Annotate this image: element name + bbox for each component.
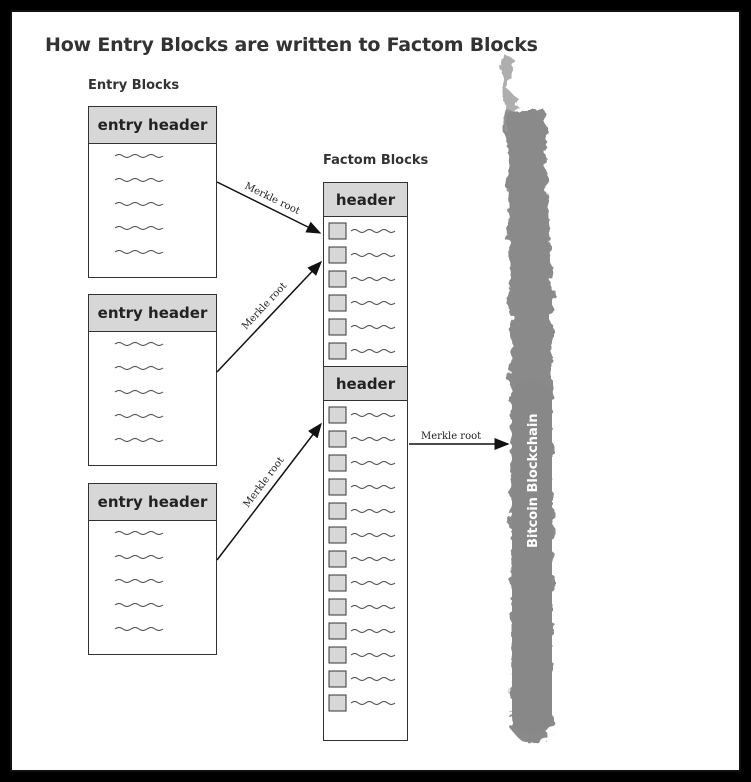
factom-entry-box: [328, 246, 347, 264]
factom-entry-squiggle: [350, 653, 396, 657]
factom-entry-squiggle: [350, 437, 396, 441]
bitcoin-blockchain-label: Bitcoin Blockchain: [526, 413, 541, 548]
arrow-entry3-to-factom: [216, 422, 322, 561]
entry-squiggle: [114, 438, 164, 442]
entry-squiggle: [114, 627, 164, 631]
factom-entry-squiggle: [350, 605, 396, 609]
entry-header-2: entry header: [89, 295, 216, 332]
bitcoin-blockchain: Bitcoin Blockchain: [500, 50, 552, 742]
factom-entry-squiggle: [350, 629, 396, 633]
factom-entry-box: [328, 294, 347, 312]
factom-entry-squiggle: [350, 349, 396, 353]
entry-block-2: entry header: [88, 294, 217, 466]
entry-block-3: entry header: [88, 483, 217, 655]
factom-entry-squiggle: [350, 581, 396, 585]
factom-entry-box: [328, 646, 347, 664]
factom-entry-squiggle: [350, 533, 396, 537]
merkle-root-label-4: Merkle root: [421, 431, 481, 442]
merkle-root-label-2: Merkle root: [240, 281, 289, 332]
factom-entry-box: [328, 598, 347, 616]
factom-entry-squiggle: [350, 557, 396, 561]
factom-entry-box: [328, 502, 347, 520]
entry-squiggle: [114, 390, 164, 394]
diagram-title: How Entry Blocks are written to Factom B…: [45, 34, 538, 56]
factom-header-2: header: [323, 366, 408, 401]
factom-entry-squiggle: [350, 677, 396, 681]
factom-entry-squiggle: [350, 509, 396, 513]
merkle-root-label-3: Merkle root: [242, 455, 287, 510]
factom-entry-squiggle: [350, 229, 396, 233]
entry-squiggle: [114, 366, 164, 370]
factom-entry-box: [328, 270, 347, 288]
entry-squiggle: [114, 414, 164, 418]
entry-block-1: entry header: [88, 106, 217, 278]
entry-header-3: entry header: [89, 484, 216, 521]
factom-entry-squiggle: [350, 325, 396, 329]
arrow-entry1-to-factom: [216, 181, 322, 234]
entry-squiggle: [114, 531, 164, 535]
factom-entry-box: [328, 478, 347, 496]
factom-entry-box: [328, 574, 347, 592]
entry-squiggle: [114, 250, 164, 254]
factom-entry-squiggle: [350, 301, 396, 305]
factom-entry-box: [328, 342, 347, 360]
factom-entry-box: [328, 550, 347, 568]
factom-entry-box: [328, 430, 347, 448]
factom-entry-box: [328, 406, 347, 424]
factom-entry-box: [328, 670, 347, 688]
factom-rows: [328, 222, 396, 712]
entry-squiggle: [114, 342, 164, 346]
entry-blocks-label: Entry Blocks: [88, 78, 180, 93]
entry-squiggle: [114, 579, 164, 583]
factom-entry-box: [328, 318, 347, 336]
factom-entry-box: [328, 222, 347, 240]
factom-entry-box: [328, 454, 347, 472]
entry-squiggle: [114, 154, 164, 158]
factom-entry-squiggle: [350, 277, 396, 281]
factom-entry-squiggle: [350, 413, 396, 417]
entry-squiggle: [114, 555, 164, 559]
entry-squiggle: [114, 226, 164, 230]
factom-entry-squiggle: [350, 701, 396, 705]
factom-entry-box: [328, 622, 347, 640]
factom-entry-box: [328, 526, 347, 544]
entry-squiggles: [114, 154, 164, 631]
factom-blocks-label: Factom Blocks: [323, 153, 429, 168]
factom-entry-squiggle: [350, 461, 396, 465]
factom-header-1: header: [323, 182, 408, 217]
arrow-entry2-to-factom: [216, 260, 323, 373]
factom-entry-box: [328, 694, 347, 712]
factom-entry-squiggle: [350, 485, 396, 489]
entry-squiggle: [114, 202, 164, 206]
entry-header-1: entry header: [89, 107, 216, 144]
entry-squiggle: [114, 603, 164, 607]
entry-squiggle: [114, 178, 164, 182]
factom-entry-squiggle: [350, 253, 396, 257]
